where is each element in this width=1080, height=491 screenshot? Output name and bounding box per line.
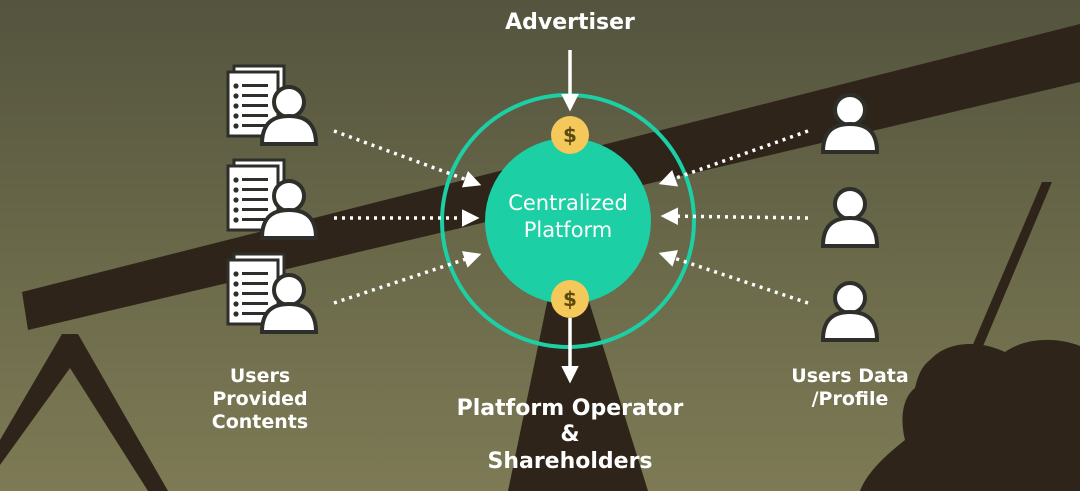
users-contents-line-3: Contents [211, 410, 309, 433]
users-data-line-1: Users Data [791, 365, 909, 387]
bottom-coin-icon: $ [551, 280, 589, 318]
bottom-coin-symbol: $ [563, 287, 577, 311]
arrow-contents-3 [333, 251, 482, 305]
users-contents-label: Users Provided Contents [190, 365, 330, 433]
users-data-line-2: /Profile [811, 387, 889, 410]
arrow-data-1 [658, 129, 809, 187]
users-contents-line-2: Provided [212, 387, 308, 410]
central-platform-label: Centralized Platform [478, 190, 658, 245]
top-coin-symbol: $ [563, 123, 577, 147]
users-data-label: Users Data /Profile [770, 365, 930, 411]
advertiser-label: Advertiser [505, 10, 635, 35]
arrow-data-2 [660, 207, 809, 225]
arrow-contents-1 [333, 129, 482, 188]
central-platform-line-1: Centralized [508, 191, 628, 215]
top-coin-icon: $ [551, 116, 589, 154]
operator-line-1: Platform Operator [456, 396, 684, 421]
users-contents-line-1: Users [229, 365, 291, 387]
operator-line-2: & [560, 422, 580, 448]
central-platform-disc [485, 138, 651, 304]
arrow-data-3 [658, 250, 809, 305]
central-platform-line-2: Platform [523, 218, 613, 243]
operator-line-3: Shareholders [487, 448, 653, 474]
operator-label: Platform Operator & Shareholders [420, 396, 720, 475]
